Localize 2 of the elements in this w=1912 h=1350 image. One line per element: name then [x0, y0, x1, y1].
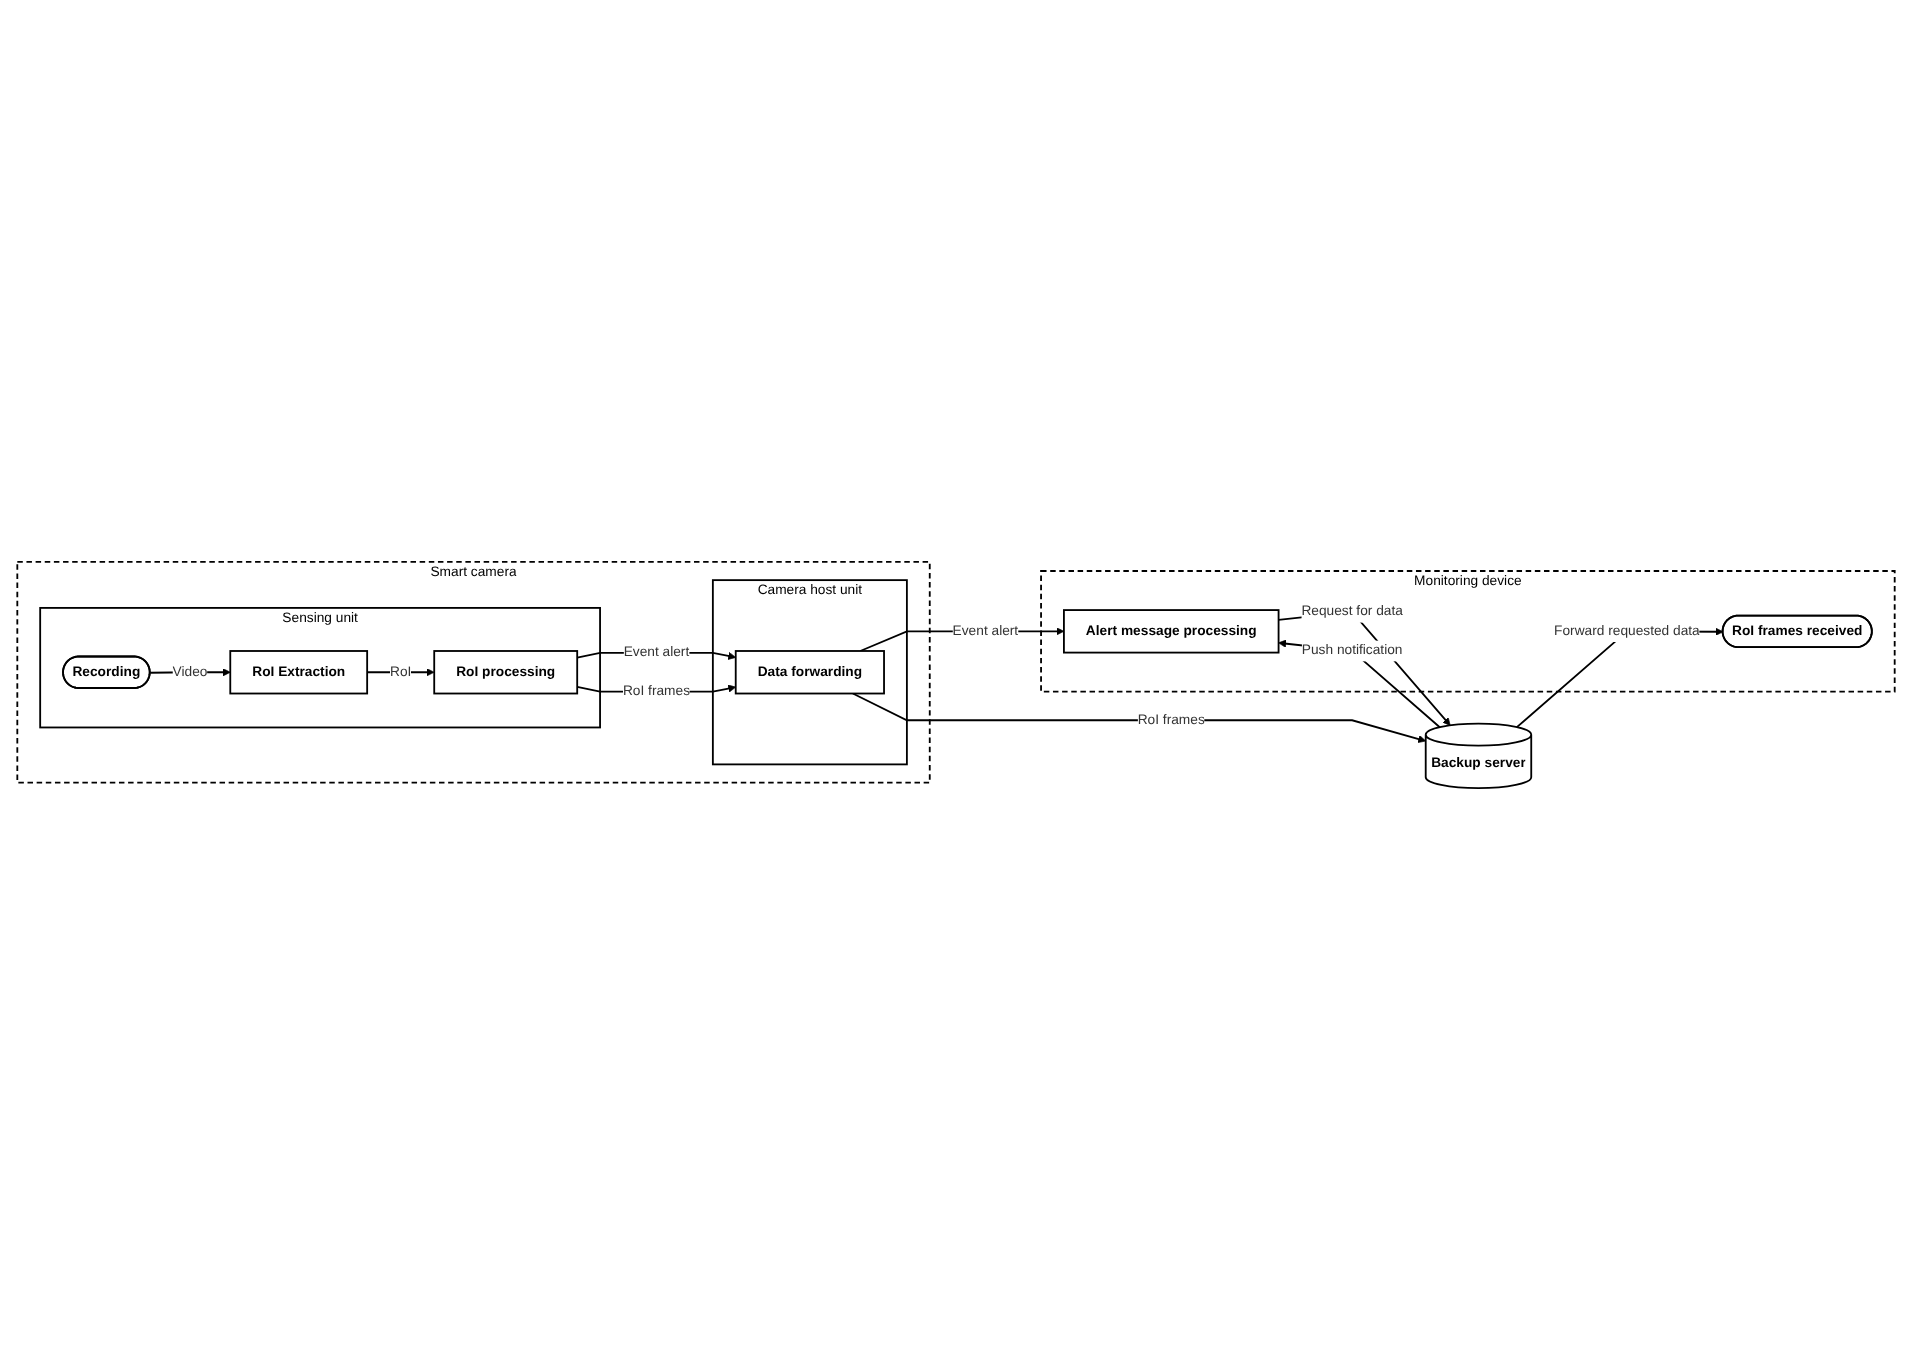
arrow: [851, 692, 1427, 743]
arrow: [1278, 639, 1441, 729]
